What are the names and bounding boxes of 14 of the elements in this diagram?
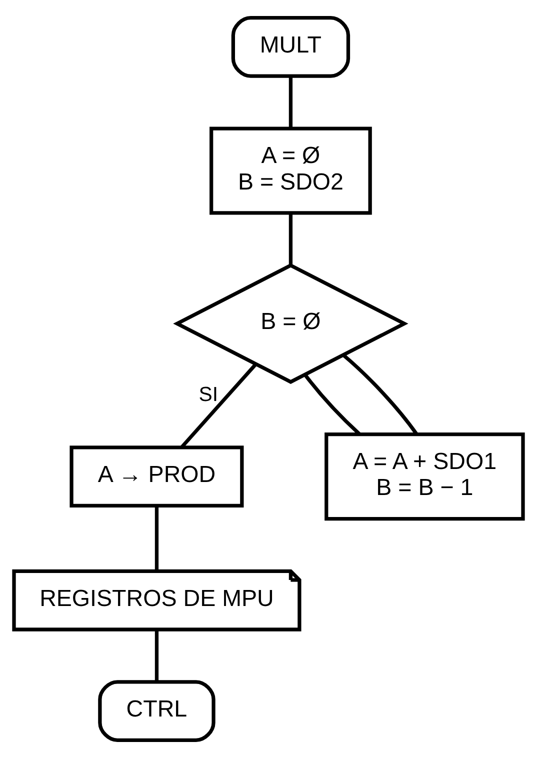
node-box: A → PROD — [70, 445, 244, 508]
connector — [304, 373, 361, 435]
node-box: CTRL — [98, 680, 216, 742]
node-box: A = A + SDO1 B = B − 1 — [324, 432, 525, 520]
connector — [342, 353, 418, 434]
node-box: A = Ø B = SDO2 — [210, 126, 372, 214]
node-box: MULT — [231, 16, 350, 78]
connector — [288, 76, 293, 128]
connector — [180, 362, 258, 448]
connector — [154, 506, 159, 571]
edge-label: SI — [198, 384, 218, 406]
connector — [154, 629, 159, 682]
node-diamond: B = Ø — [173, 262, 408, 384]
connector — [288, 212, 293, 264]
